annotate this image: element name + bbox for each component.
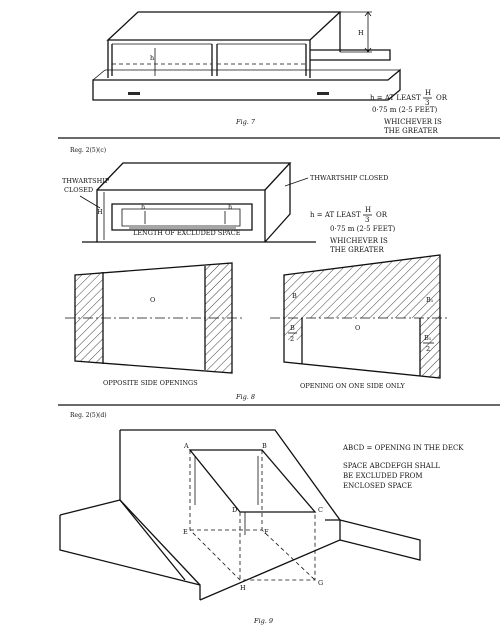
fig8-plan-right-center: O — [355, 324, 360, 332]
fig8-note-line4: THE GREATER — [330, 246, 385, 254]
fig8-label-B: B — [292, 292, 297, 300]
fig8-plan-left-center: O — [150, 296, 155, 304]
fig9-note-line3: BE EXCLUDED FROM — [343, 472, 423, 480]
fig7-superstructure — [106, 11, 391, 78]
fig8-caption-left: OPPOSITE SIDE OPENINGS — [103, 379, 198, 387]
fig9-vertex-labels: A B C D E F G H — [183, 442, 323, 592]
fig8-note-line2: 0·75 m (2·5 FEET) — [330, 225, 396, 233]
fig7-note-line2: 0·75 m (2·5 FEET) — [372, 106, 438, 114]
fig8-callouts: THWARTSHIP CLOSED THWARTSHIP CLOSED — [62, 174, 388, 209]
fig7-note-line4: THE GREATER — [384, 127, 439, 135]
fig8-label-B1-half-num: B₁ — [424, 334, 432, 342]
fig9-vertex-A: A — [183, 442, 189, 450]
fig8-label-B1-half-den: 2 — [426, 345, 430, 353]
fig7-label-H: H — [358, 29, 364, 37]
fig7-note-line3: WHICHEVER IS — [384, 118, 442, 126]
fig7-frac-num: H — [425, 89, 431, 97]
fig9-vertex-B: B — [262, 442, 267, 450]
figure-8: Reg. 2(5)(c) H h h LENGTH OF EXCLUDED SP… — [62, 147, 450, 401]
fig8-caption-right: OPENING ON ONE SIDE ONLY — [300, 382, 406, 390]
fig9-excluded-space-hidden-edges — [189, 450, 316, 581]
figure-7: H h h = AT LEAST H 3 OR 0·75 m (2·5 FEET… — [92, 11, 448, 135]
fig8-thwartship-right: THWARTSHIP CLOSED — [310, 174, 388, 182]
fig8-note-line3: WHICHEVER IS — [330, 237, 388, 245]
figure-9: Reg. 2(5)(d) A B C — [59, 412, 464, 625]
fig8-frac-num: H — [365, 206, 371, 214]
fig8-label-B-half-den: 2 — [290, 335, 294, 343]
fig9-vertex-C: C — [318, 506, 323, 514]
fig7-note-line1: h = AT LEAST — [370, 94, 421, 102]
fig7-label-h: h — [150, 54, 154, 62]
fig8-label-B-half-num: B — [290, 324, 295, 332]
fig9-vertex-F: F — [264, 528, 269, 536]
fig8-label-h-right: h — [228, 203, 232, 211]
fig7-frac-den: 3 — [425, 99, 429, 107]
fig9-note-line2: SPACE ABCDEFGH SHALL — [343, 462, 440, 470]
fig8-note-line1: h = AT LEAST — [310, 211, 361, 219]
fig8-caption: Fig. 8 — [235, 393, 255, 401]
fig8-frac-den: 3 — [365, 216, 369, 224]
fig9-note: ABCD = OPENING IN THE DECK SPACE ABCDEFG… — [342, 444, 464, 490]
fig8-excluded-space-label: LENGTH OF EXCLUDED SPACE — [133, 229, 241, 237]
fig9-hull — [59, 429, 421, 601]
fig9-deck-opening — [188, 449, 317, 535]
fig9-vertex-D: D — [232, 506, 237, 514]
fig8-plan-one-side-opening: O B B 2 B₁ B₁ 2 OPENING ON ONE SIDE ONLY — [270, 254, 450, 390]
fig9-caption: Fig. 9 — [253, 617, 273, 625]
fig8-thwartship-left-2: CLOSED — [64, 186, 93, 194]
fig7-caption: Fig. 7 — [235, 118, 256, 126]
fig9-vertex-G: G — [318, 579, 323, 587]
fig8-note: h = AT LEAST H 3 OR 0·75 m (2·5 FEET) WH… — [310, 206, 396, 254]
fig9-vertex-H: H — [240, 584, 246, 592]
fig8-note-or: OR — [376, 211, 388, 219]
fig7-height-dimension: H h — [150, 11, 372, 62]
fig9-note-line1: ABCD = OPENING IN THE DECK — [342, 444, 464, 452]
fig7-note: h = AT LEAST H 3 OR 0·75 m (2·5 FEET) WH… — [235, 89, 448, 135]
fig7-note-or: OR — [436, 94, 448, 102]
fig9-note-line4: ENCLOSED SPACE — [343, 482, 412, 490]
fig7-hull — [92, 68, 401, 101]
fig9-vertex-E: E — [183, 528, 188, 536]
fig9-reg: Reg. 2(5)(d) — [70, 412, 107, 419]
fig8-superstructure-box: H h h LENGTH OF EXCLUDED SPACE — [82, 162, 316, 243]
fig8-label-h-left: h — [141, 203, 145, 211]
fig8-reg: Reg. 2(5)(c) — [70, 147, 106, 154]
fig8-label-B1: B₁ — [426, 296, 434, 304]
fig8-plan-opposite-openings: O OPPOSITE SIDE OPENINGS — [65, 262, 242, 387]
fig8-thwartship-left-1: THWARTSHIP — [62, 177, 110, 185]
fig8-label-H: H — [97, 208, 103, 216]
